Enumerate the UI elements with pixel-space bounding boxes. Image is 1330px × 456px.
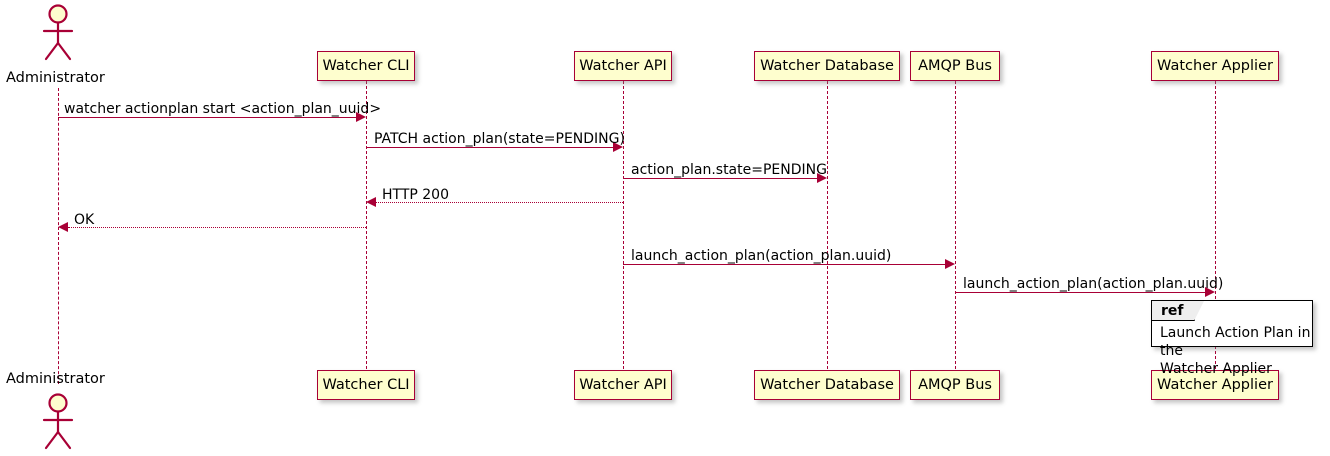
- message-label-launch-action-plan-applier: launch_action_plan(action_plan.uuid): [963, 276, 1224, 292]
- ref-fragment: ref Launch Action Plan in the Watcher Ap…: [1151, 300, 1313, 377]
- message-line-watcher-actionplan-start: [58, 117, 356, 118]
- arrow-head-right-icon: [1205, 287, 1215, 297]
- lifeline-watcher-applier: [1215, 81, 1216, 369]
- message-line-patch-action-plan: [366, 147, 613, 148]
- message-label-action-plan-state-pending: action_plan.state=PENDING: [631, 162, 827, 178]
- lifeline-watcher-database: [827, 81, 828, 369]
- participant-label: Watcher API: [579, 57, 667, 74]
- participant-watcher-api-top[interactable]: Watcher API: [574, 51, 672, 81]
- message-label-launch-action-plan-amqp: launch_action_plan(action_plan.uuid): [631, 248, 892, 264]
- participant-amqp-bus-bottom[interactable]: AMQP Bus: [910, 370, 1000, 400]
- actor-label-administrator-bottom: Administrator: [6, 371, 105, 387]
- participant-label: Watcher API: [579, 376, 667, 393]
- ref-fragment-text-line2: Watcher Applier: [1160, 360, 1272, 377]
- participant-watcher-applier-bottom[interactable]: Watcher Applier: [1151, 370, 1279, 400]
- message-label-http-200: HTTP 200: [382, 187, 449, 203]
- participant-amqp-bus-top[interactable]: AMQP Bus: [910, 51, 1000, 81]
- message-line-launch-action-plan-amqp: [623, 264, 945, 265]
- lifeline-watcher-cli: [366, 81, 367, 369]
- participant-label: Watcher Applier: [1157, 57, 1273, 74]
- message-label-watcher-actionplan-start: watcher actionplan start <action_plan_uu…: [64, 101, 382, 117]
- ref-fragment-text-line1: Launch Action Plan in the: [1160, 325, 1311, 359]
- message-label-ok: OK: [74, 212, 95, 228]
- actor-stick-figure-icon: [42, 393, 74, 450]
- participant-watcher-cli-bottom[interactable]: Watcher CLI: [317, 370, 415, 400]
- participant-watcher-cli-top[interactable]: Watcher CLI: [317, 51, 415, 81]
- arrow-head-right-icon: [613, 142, 623, 152]
- ref-fragment-body: Launch Action Plan in the Watcher Applie…: [1160, 325, 1312, 379]
- ref-fragment-tab: ref: [1152, 301, 1203, 321]
- participant-label: Watcher CLI: [322, 57, 410, 74]
- participant-label: Watcher CLI: [322, 376, 410, 393]
- actor-stick-figure-icon: [42, 4, 74, 61]
- lifeline-amqp-bus: [955, 81, 956, 369]
- participant-label: AMQP Bus: [918, 57, 992, 74]
- participant-watcher-database-bottom[interactable]: Watcher Database: [754, 370, 900, 400]
- actor-administrator-top: [33, 3, 83, 61]
- participant-watcher-api-bottom[interactable]: Watcher API: [574, 370, 672, 400]
- participant-label: Watcher Applier: [1157, 376, 1273, 393]
- actor-administrator-bottom: [33, 392, 83, 450]
- message-line-launch-action-plan-applier: [955, 292, 1205, 293]
- message-line-ok: [68, 227, 366, 228]
- message-label-patch-action-plan: PATCH action_plan(state=PENDING): [374, 131, 625, 147]
- arrow-head-right-icon: [817, 173, 827, 183]
- message-line-action-plan-state-pending: [623, 178, 817, 179]
- actor-label-administrator-top: Administrator: [6, 70, 105, 86]
- arrow-head-left-icon: [58, 222, 68, 232]
- participant-watcher-database-top[interactable]: Watcher Database: [754, 51, 900, 81]
- message-line-http-200: [376, 202, 623, 203]
- arrow-head-right-icon: [356, 112, 366, 122]
- participant-label: AMQP Bus: [918, 376, 992, 393]
- arrow-head-left-icon: [366, 197, 376, 207]
- lifeline-watcher-api: [623, 81, 624, 369]
- participant-label: Watcher Database: [760, 57, 894, 74]
- lifeline-administrator: [58, 88, 59, 384]
- arrow-head-right-icon: [945, 259, 955, 269]
- ref-fragment-tab-label: ref: [1161, 302, 1184, 319]
- participant-watcher-applier-top[interactable]: Watcher Applier: [1151, 51, 1279, 81]
- participant-label: Watcher Database: [760, 376, 894, 393]
